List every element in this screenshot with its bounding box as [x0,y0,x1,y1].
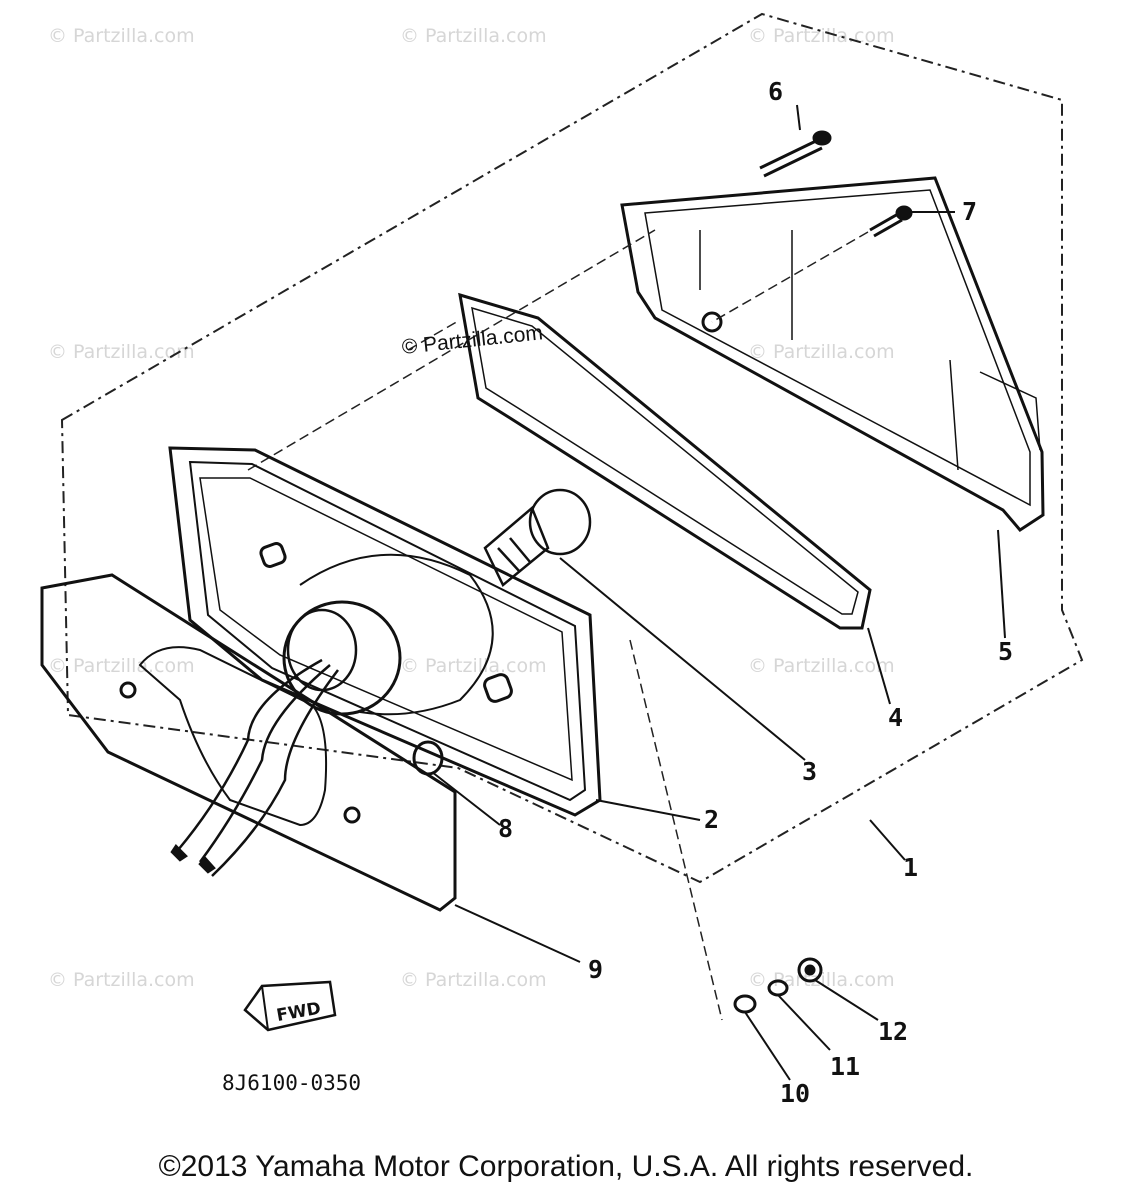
leader-lines [431,104,1006,1081]
nut-12 [797,957,823,983]
callout-2: 2 [704,805,719,834]
callout-12: 12 [878,1017,908,1046]
washer-10 [733,994,757,1014]
watermark: © Partzilla.com [400,25,547,47]
lamp-housing [168,446,602,817]
screw-7-leader [711,231,869,323]
watermark: © Partzilla.com [748,655,895,677]
callout-9: 9 [588,955,603,984]
watermark: © Partzilla.com [48,341,195,363]
callout-3: 3 [802,757,817,786]
watermark: © Partzilla.com [400,655,547,677]
bulb [483,488,592,587]
watermark: © Partzilla.com [748,969,895,991]
screw-7 [869,205,913,238]
watermark: © Partzilla.com [48,969,195,991]
callouts: 6 7 5 4 3 2 1 8 9 10 11 12 [498,77,1013,1108]
watermark: © Partzilla.com [748,25,895,47]
callout-4: 4 [888,703,903,732]
screw-6 [759,130,832,178]
assembly-boundary [60,12,1084,884]
watermark: © Partzilla.com [748,341,895,363]
callout-10: 10 [780,1079,810,1108]
fasteners [733,957,823,1014]
alignment-lines [247,229,723,1021]
callout-1: 1 [903,853,918,882]
license-plate-bracket [40,573,457,912]
watermark: © Partzilla.com [48,25,195,47]
callout-7: 7 [962,197,977,226]
watermark: © Partzilla.com [400,969,547,991]
wiring [170,658,339,877]
watermark-layer: © Partzilla.com © Partzilla.com © Partzi… [48,25,895,991]
callout-11: 11 [830,1052,860,1081]
callout-8: 8 [498,814,513,843]
diagram-code: 8J6100-0350 [222,1071,361,1095]
callout-5: 5 [998,637,1013,666]
gasket [458,292,872,630]
fwd-arrow: FWD [243,980,337,1032]
watermark: © Partzilla.com [48,655,195,677]
tail-lens [620,176,1045,532]
callout-6: 6 [768,77,783,106]
copyright-notice: ©2013 Yamaha Motor Corporation, U.S.A. A… [158,1150,974,1183]
